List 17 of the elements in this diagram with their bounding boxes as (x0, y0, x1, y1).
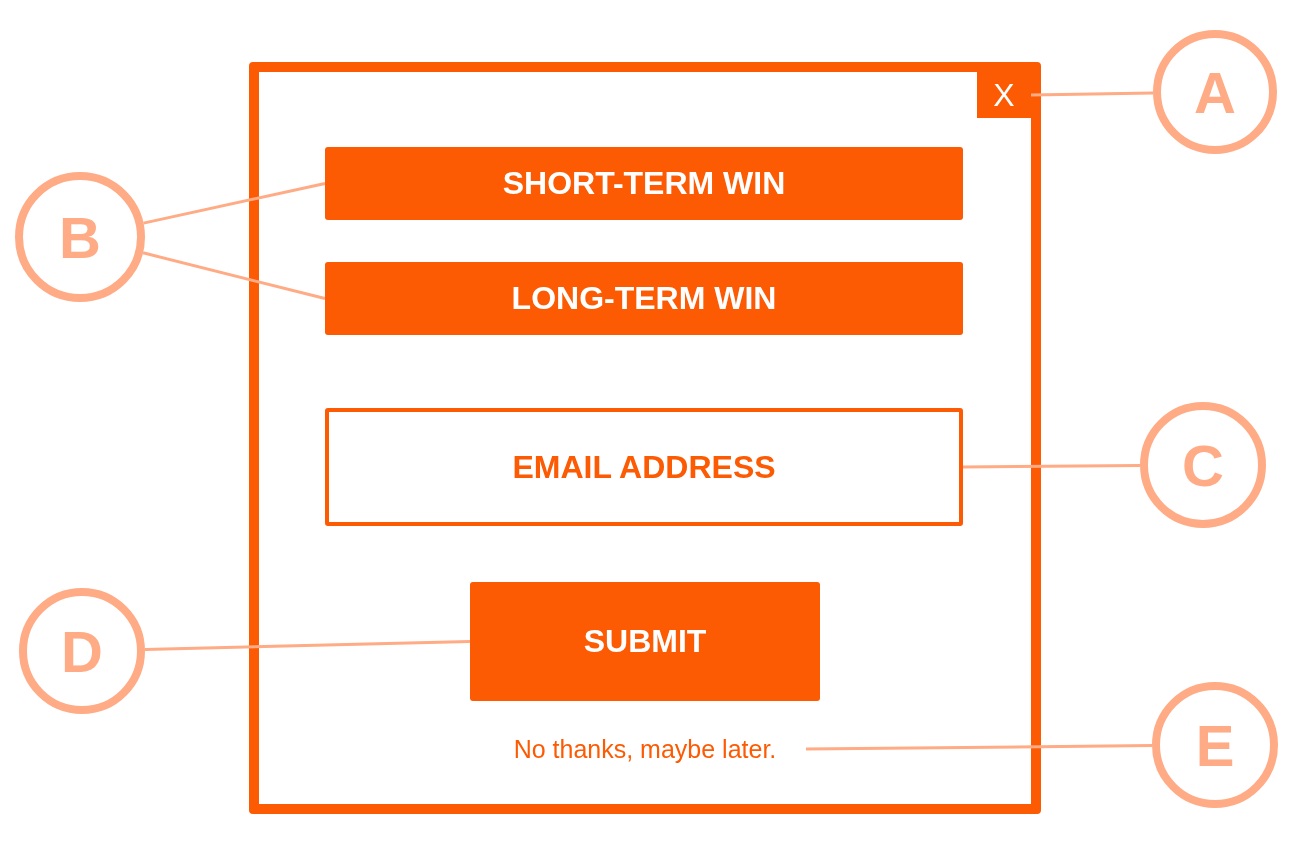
leader-line (806, 744, 1152, 751)
email-input-field: EMAIL ADDRESS (325, 408, 963, 526)
dismiss-link: No thanks, maybe later. (484, 732, 806, 766)
option-button: LONG-TERM WIN (325, 262, 963, 335)
leader-line (143, 182, 326, 225)
callout-circle: C (1140, 402, 1266, 528)
leader-line (144, 640, 471, 651)
option-button: SUBMIT (470, 582, 820, 701)
close-button: X (977, 72, 1031, 118)
callout-circle: B (15, 172, 145, 302)
popup-frame (249, 62, 1041, 814)
leader-line (963, 464, 1140, 469)
callout-circle: E (1152, 682, 1278, 808)
callout-circle: A (1153, 30, 1277, 154)
option-button: SHORT-TERM WIN (325, 147, 963, 220)
callout-circle: D (19, 588, 145, 714)
leader-line (142, 251, 326, 300)
